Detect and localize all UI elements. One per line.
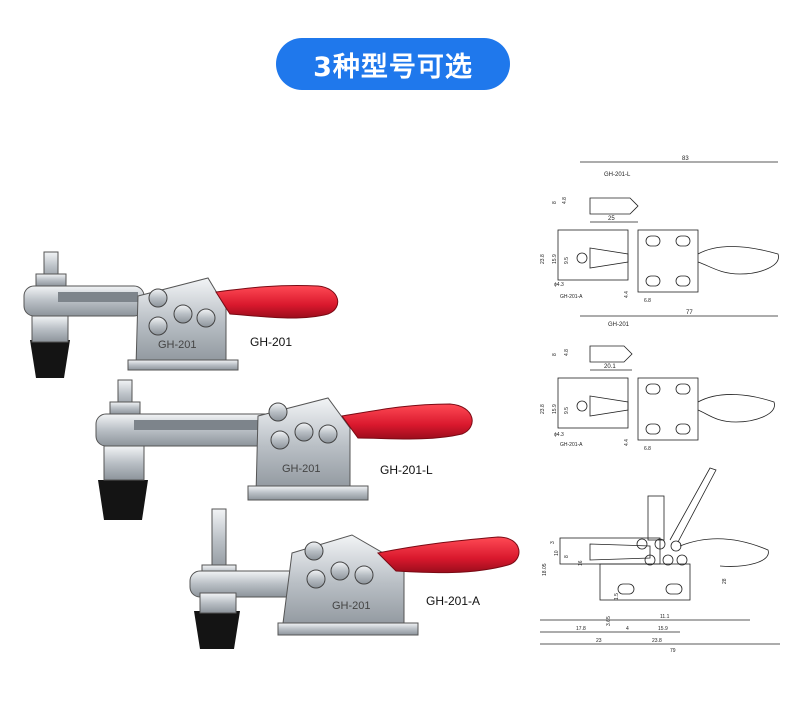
svg-text:23: 23: [596, 638, 602, 644]
svg-text:GH-201-L: GH-201-L: [604, 172, 631, 178]
svg-text:25: 25: [608, 216, 615, 222]
stamp-text: GH-201: [332, 600, 371, 612]
page-title: 3种型号可选: [313, 51, 473, 83]
svg-text:ϕ4.3: ϕ4.3: [554, 432, 564, 438]
svg-text:4: 4: [626, 626, 629, 632]
drawing-gh-201: 77 GH-201 8 4.8 20.1 23.8 15.9 9.5 ϕ4.3 …: [540, 310, 778, 452]
svg-text:8: 8: [552, 353, 558, 356]
svg-text:3.65: 3.65: [606, 616, 612, 626]
svg-text:8: 8: [552, 201, 558, 204]
svg-text:3: 3: [550, 541, 556, 544]
svg-text:4.4: 4.4: [624, 291, 630, 298]
svg-text:77: 77: [686, 310, 693, 316]
svg-text:15.9: 15.9: [552, 254, 558, 264]
technical-drawings: 83 GH-201-L 8 4.8 25 23.8 15.9 9.5 ϕ4.3 …: [520, 150, 790, 665]
svg-text:6.8: 6.8: [644, 446, 651, 452]
svg-text:23.8: 23.8: [540, 254, 546, 264]
svg-text:83: 83: [682, 156, 689, 162]
svg-text:11.1: 11.1: [660, 614, 670, 620]
svg-text:GH-201-A: GH-201-A: [560, 294, 583, 300]
svg-text:15.9: 15.9: [658, 626, 668, 632]
svg-text:GH-201: GH-201: [608, 322, 630, 328]
drawing-gh-201-l: 83 GH-201-L 8 4.8 25 23.8 15.9 9.5 ϕ4.3 …: [540, 156, 779, 304]
svg-text:9.5: 9.5: [564, 407, 570, 414]
svg-text:8: 8: [564, 555, 570, 558]
svg-text:23.8: 23.8: [652, 638, 662, 644]
svg-text:17.8: 17.8: [576, 626, 586, 632]
svg-text:16: 16: [578, 560, 584, 566]
product-photo-gh-201-a: GH-201: [182, 505, 527, 653]
page-title-badge: 3种型号可选: [276, 38, 510, 90]
svg-text:GH-201-A: GH-201-A: [560, 442, 583, 448]
svg-text:4.8: 4.8: [564, 349, 570, 356]
product-photo-gh-201-l: GH-201: [88, 376, 478, 526]
svg-text:23.8: 23.8: [540, 404, 546, 414]
svg-text:18.05: 18.05: [542, 563, 548, 576]
svg-text:15.9: 15.9: [552, 404, 558, 414]
product-photo-gh-201: GH-201: [18, 248, 348, 393]
stamp-text: GH-201: [158, 339, 197, 351]
drawing-gh-201-a: 3 10 8 16 18.05 28 1.5 3.65 17.8 4 11.1 …: [540, 467, 780, 654]
svg-text:20.1: 20.1: [604, 364, 616, 370]
svg-text:6.8: 6.8: [644, 298, 651, 304]
stamp-text: GH-201: [282, 463, 321, 475]
svg-text:1.5: 1.5: [614, 593, 620, 600]
svg-text:ϕ4.3: ϕ4.3: [554, 282, 564, 288]
svg-text:28: 28: [722, 578, 728, 584]
svg-text:79: 79: [670, 648, 676, 654]
product-label-gh-201: GH-201: [250, 335, 293, 349]
product-label-gh-201-a: GH-201-A: [426, 594, 481, 608]
svg-text:9.5: 9.5: [564, 257, 570, 264]
svg-text:10: 10: [554, 550, 560, 556]
svg-text:4.4: 4.4: [624, 439, 630, 446]
svg-text:4.8: 4.8: [562, 197, 568, 204]
product-label-gh-201-l: GH-201-L: [380, 463, 433, 477]
